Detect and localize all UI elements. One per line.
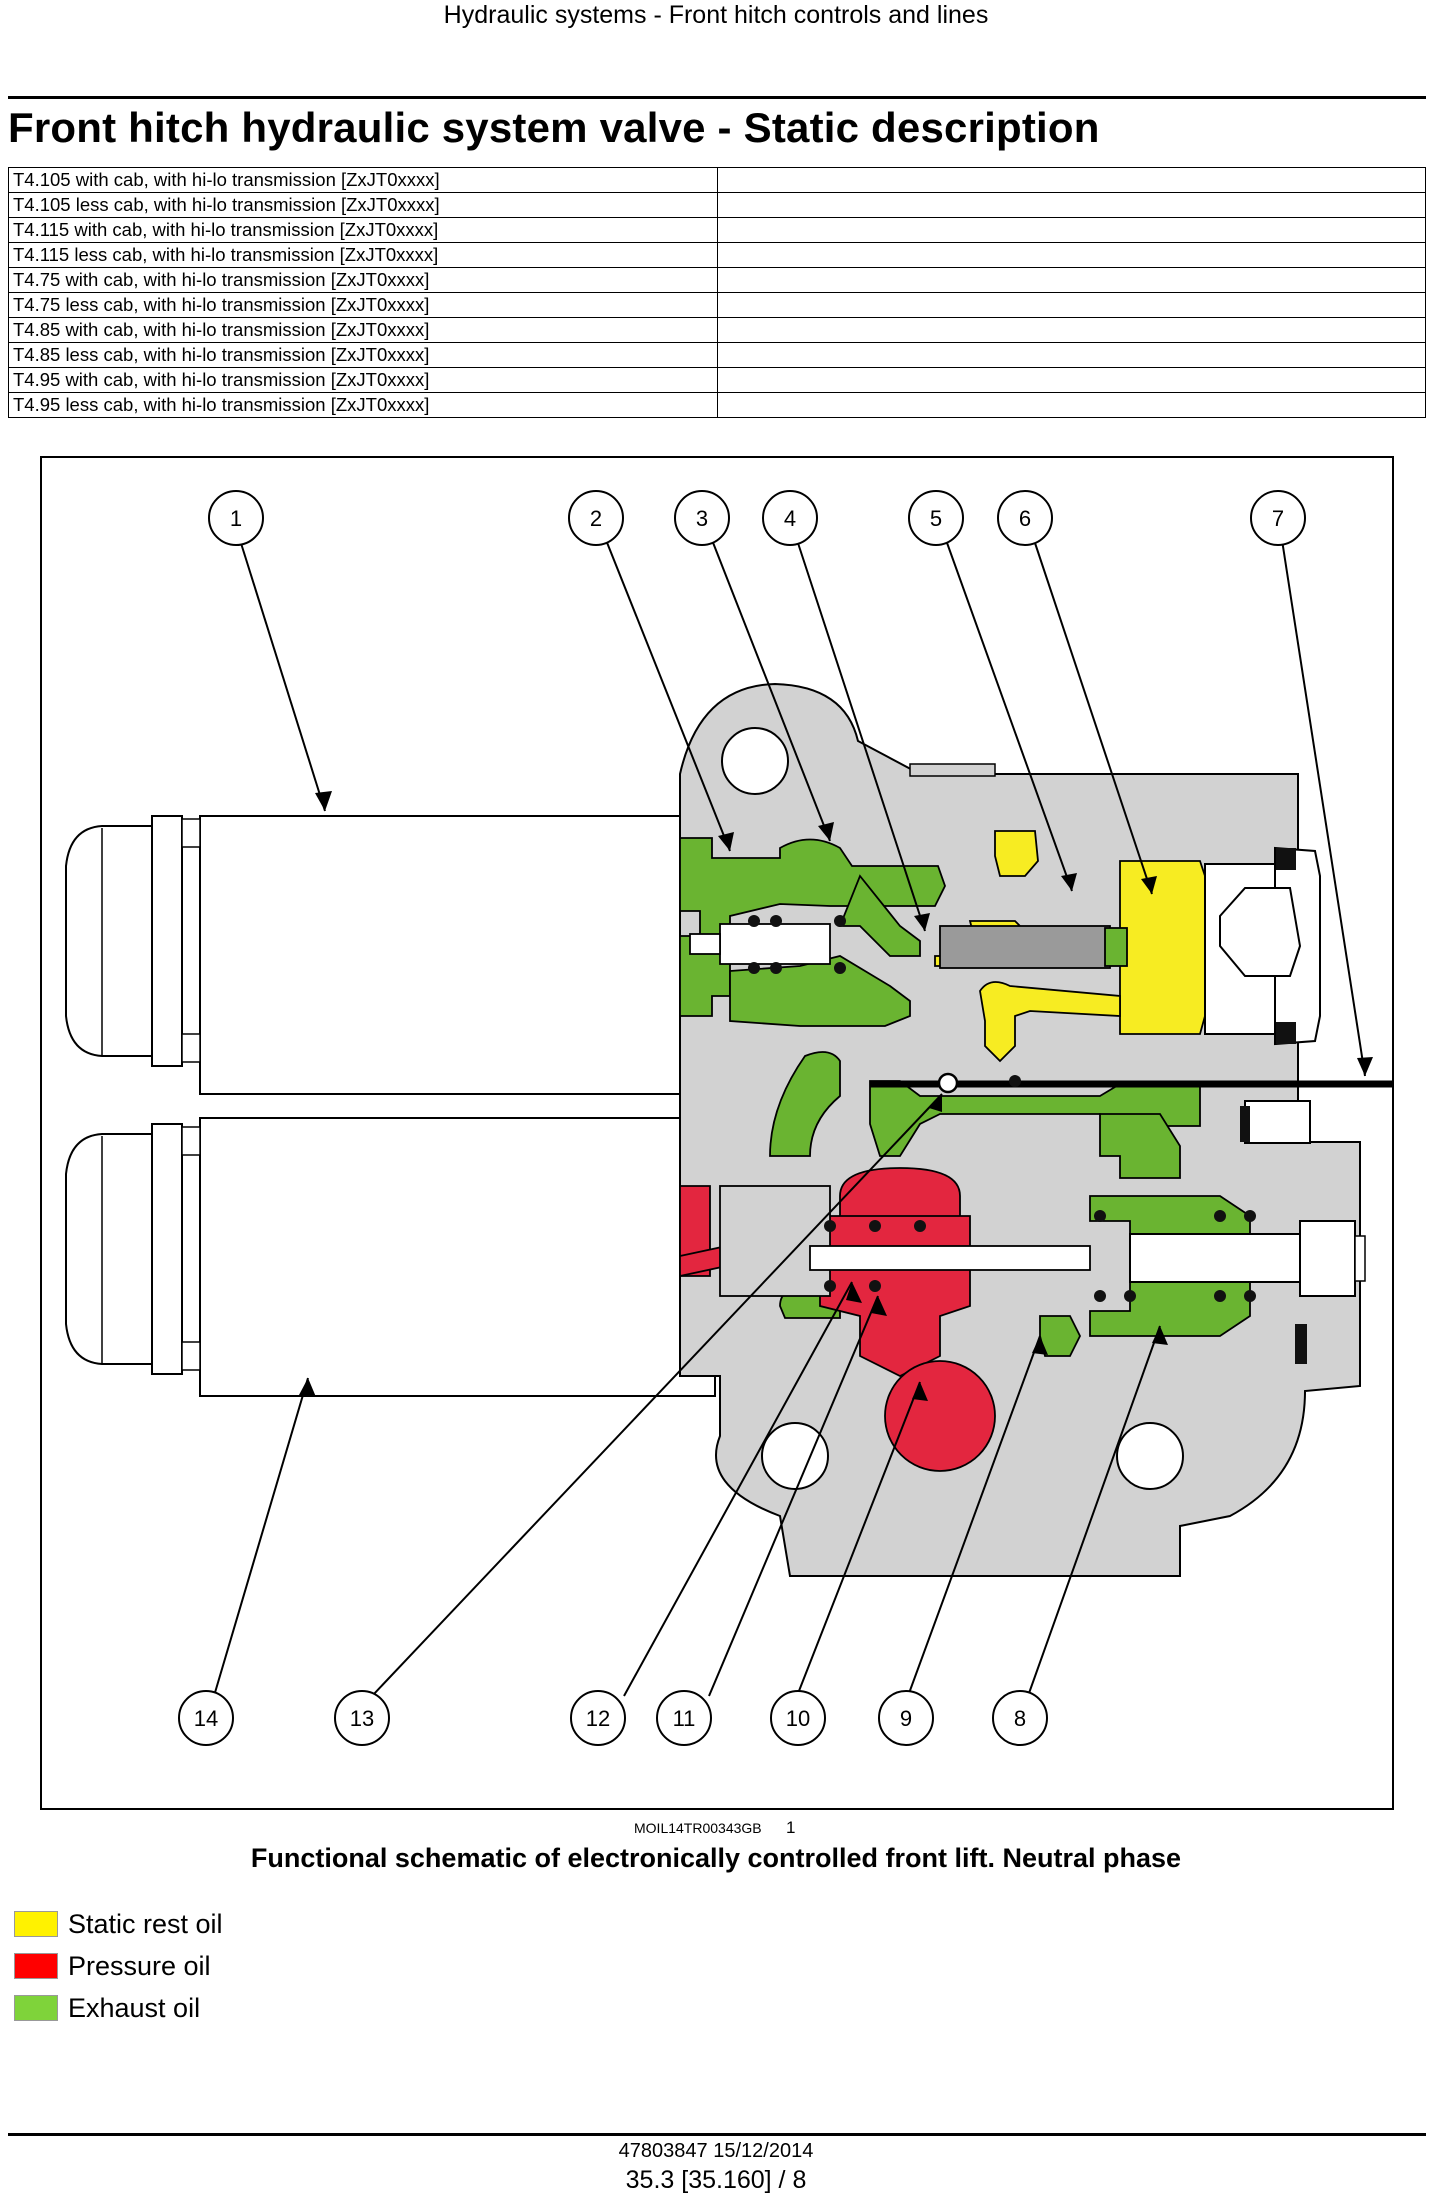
table-row: T4.75 with cab, with hi-lo transmission … bbox=[8, 267, 1426, 293]
callout-7: 7 bbox=[1250, 490, 1306, 546]
callout-14: 14 bbox=[178, 1690, 234, 1746]
static-oil-regions bbox=[934, 830, 1206, 1063]
model-cell: T4.85 with cab, with hi-lo transmission … bbox=[8, 317, 718, 343]
svg-text:12: 12 bbox=[586, 1706, 610, 1731]
callout-6: 6 bbox=[997, 490, 1053, 546]
model-cell: T4.75 less cab, with hi-lo transmission … bbox=[8, 292, 718, 318]
model-cell: T4.105 less cab, with hi-lo transmission… bbox=[8, 192, 718, 218]
figure-caption: Functional schematic of electronically c… bbox=[250, 1843, 1182, 1873]
svg-text:4: 4 bbox=[784, 506, 796, 531]
legend-swatch bbox=[14, 1953, 58, 1979]
model-cell: T4.115 with cab, with hi-lo transmission… bbox=[8, 217, 718, 243]
legend-label: Exhaust oil bbox=[68, 1992, 201, 2023]
pressure-oil-regions bbox=[679, 1167, 996, 1472]
figure-reference: MOIL14TR00343GB bbox=[634, 1820, 762, 1836]
model-cell: T4.105 with cab, with hi-lo transmission… bbox=[8, 167, 718, 193]
svg-text:5: 5 bbox=[930, 506, 942, 531]
callout-circles: 1 2 3 4 5 6 7 8 9 10 11 12 13 14 bbox=[178, 490, 1306, 1746]
model-cell: T4.85 less cab, with hi-lo transmission … bbox=[8, 342, 718, 368]
callout-5: 5 bbox=[908, 490, 964, 546]
page-title: Front hitch hydraulic system valve - Sta… bbox=[8, 104, 1100, 151]
pilot-line bbox=[870, 1072, 1392, 1094]
table-row: T4.85 less cab, with hi-lo transmission … bbox=[8, 342, 1426, 368]
legend-item-pressure: Pressure oil bbox=[14, 1945, 223, 1987]
solenoid-upper bbox=[65, 815, 716, 1095]
table-row: T4.85 with cab, with hi-lo transmission … bbox=[8, 317, 1426, 343]
legend-swatch bbox=[14, 1911, 58, 1937]
footer-page-number: 35.3 [35.160] / 8 bbox=[625, 2166, 807, 2194]
legend-item-static: Static rest oil bbox=[14, 1903, 223, 1945]
valve-schematic: 1 2 3 4 5 6 7 8 9 10 11 12 13 14 bbox=[40, 456, 1394, 1810]
svg-text:3: 3 bbox=[696, 506, 708, 531]
footer-doc-ref: 47803847 15/12/2014 bbox=[618, 2140, 814, 2162]
svg-text:14: 14 bbox=[194, 1706, 218, 1731]
header-rule bbox=[8, 96, 1426, 99]
oil-legend: Static rest oil Pressure oil Exhaust oil bbox=[14, 1903, 223, 2029]
table-row: T4.95 with cab, with hi-lo transmission … bbox=[8, 367, 1426, 393]
solenoid-lower bbox=[65, 1117, 716, 1397]
running-header: Hydraulic systems - Front hitch controls… bbox=[443, 1, 989, 29]
svg-text:11: 11 bbox=[673, 1706, 696, 1731]
table-row: T4.95 less cab, with hi-lo transmission … bbox=[8, 392, 1426, 418]
callout-12: 12 bbox=[570, 1690, 626, 1746]
table-row: T4.105 less cab, with hi-lo transmission… bbox=[8, 192, 1426, 218]
seal-dots bbox=[748, 915, 1256, 1302]
upper-spool bbox=[689, 846, 1321, 1046]
callout-10: 10 bbox=[770, 1690, 826, 1746]
models-table: T4.105 with cab, with hi-lo transmission… bbox=[8, 167, 1426, 418]
svg-text:6: 6 bbox=[1019, 506, 1031, 531]
footer-rule bbox=[8, 2133, 1426, 2136]
leader-lines bbox=[213, 539, 1366, 1697]
lower-spool bbox=[719, 1100, 1366, 1364]
callout-9: 9 bbox=[878, 1690, 934, 1746]
svg-text:13: 13 bbox=[350, 1706, 374, 1731]
svg-text:10: 10 bbox=[786, 1706, 810, 1731]
legend-item-exhaust: Exhaust oil bbox=[14, 1987, 223, 2029]
svg-text:8: 8 bbox=[1014, 1706, 1026, 1731]
table-row: T4.75 less cab, with hi-lo transmission … bbox=[8, 292, 1426, 318]
table-row: T4.115 with cab, with hi-lo transmission… bbox=[8, 217, 1426, 243]
legend-label: Static rest oil bbox=[68, 1908, 223, 1939]
model-cell: T4.75 with cab, with hi-lo transmission … bbox=[8, 267, 718, 293]
callout-3: 3 bbox=[674, 490, 730, 546]
callout-8: 8 bbox=[992, 1690, 1048, 1746]
legend-label: Pressure oil bbox=[68, 1950, 211, 1981]
table-row: T4.115 less cab, with hi-lo transmission… bbox=[8, 242, 1426, 268]
callout-13: 13 bbox=[334, 1690, 390, 1746]
svg-text:7: 7 bbox=[1272, 506, 1284, 531]
legend-swatch bbox=[14, 1995, 58, 2021]
svg-text:1: 1 bbox=[230, 506, 242, 531]
figure-number: 1 bbox=[786, 1818, 796, 1837]
model-cell: T4.95 with cab, with hi-lo transmission … bbox=[8, 367, 718, 393]
model-cell: T4.115 less cab, with hi-lo transmission… bbox=[8, 242, 718, 268]
svg-text:9: 9 bbox=[900, 1706, 912, 1731]
arrowheads bbox=[299, 791, 1373, 1401]
table-row: T4.105 with cab, with hi-lo transmission… bbox=[8, 167, 1426, 193]
svg-text:2: 2 bbox=[590, 506, 602, 531]
model-cell: T4.95 less cab, with hi-lo transmission … bbox=[8, 392, 718, 418]
callout-4: 4 bbox=[762, 490, 818, 546]
callout-11: 11 bbox=[656, 1690, 712, 1746]
callout-1: 1 bbox=[208, 490, 264, 546]
callout-2: 2 bbox=[568, 490, 624, 546]
